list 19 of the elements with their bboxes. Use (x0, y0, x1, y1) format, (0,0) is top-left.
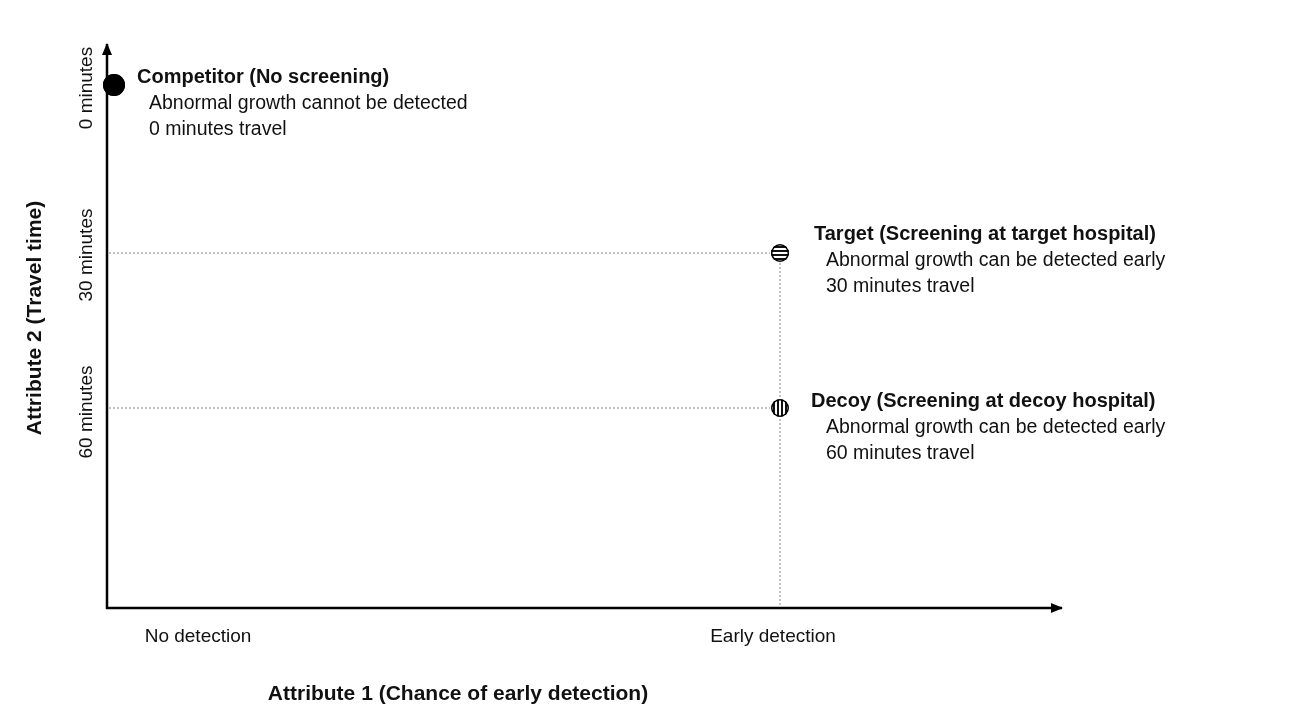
tick-label: Early detection (710, 625, 836, 647)
point-description: Abnormal growth can be detected early (826, 247, 1166, 272)
data-point-marker (770, 243, 790, 263)
axis-title: Attribute 1 (Chance of early detection) (267, 681, 649, 705)
point-description: 60 minutes travel (826, 440, 975, 465)
axis-title: Attribute 2 (Travel time) (22, 200, 46, 436)
data-point-marker (770, 398, 790, 418)
data-point-marker (102, 73, 126, 97)
point-description: Abnormal growth cannot be detected (149, 90, 468, 115)
tick-label: No detection (144, 625, 252, 647)
point-description: 30 minutes travel (826, 273, 975, 298)
tick-label: 30 minutes (75, 208, 97, 302)
point-description: Abnormal growth can be detected early (826, 414, 1166, 439)
point-title: Target (Screening at target hospital) (814, 221, 1156, 246)
tick-label: 0 minutes (75, 46, 97, 130)
point-description: 0 minutes travel (149, 116, 287, 141)
tick-label: 60 minutes (75, 365, 97, 459)
point-title: Decoy (Screening at decoy hospital) (811, 388, 1156, 413)
point-title: Competitor (No screening) (137, 64, 390, 89)
